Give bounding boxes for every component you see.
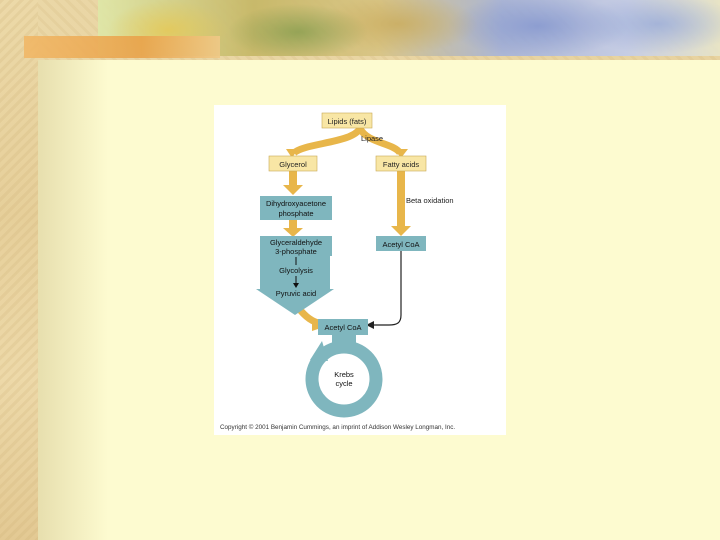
arrow-head: [283, 228, 303, 237]
fatty-acids-box: [375, 155, 427, 172]
paper-texture-left: [0, 0, 38, 540]
krebs-cycle-ring: [305, 335, 383, 418]
arrow-head: [394, 149, 408, 158]
g3p-label-2: 3-phosphate: [275, 247, 317, 256]
krebs-arrowhead: [310, 341, 328, 361]
dhap-label-1: Dihydroxyacetone: [266, 199, 326, 208]
dhap-box: [260, 196, 332, 220]
g3p-label-1: Glyceraldehyde: [270, 238, 322, 247]
glycerol-label: Glycerol: [279, 160, 307, 169]
acetyl-coa-bottom-label: Acetyl CoA: [324, 323, 361, 332]
arrow-head: [283, 185, 303, 195]
connector-arrowhead: [366, 321, 374, 329]
dhap-label-2: phosphate: [278, 209, 313, 218]
flow-arrows: [283, 125, 411, 331]
lipids-box: [321, 112, 373, 129]
glycolysis-label: Glycolysis: [279, 266, 313, 275]
funnel-point: [256, 289, 334, 315]
glycerol-box: [268, 155, 318, 172]
arrow-beta-oxidation: [397, 171, 405, 227]
accent-bar: [24, 36, 220, 58]
fatty-acids-label: Fatty acids: [383, 160, 420, 169]
diagram-svg: Lipids (fats) Lipase Glycerol Fatty acid…: [220, 112, 455, 431]
lipids-label: Lipids (fats): [328, 117, 367, 126]
arrow-head: [391, 226, 411, 236]
arrow-head: [286, 149, 298, 158]
arrow-dhap-down: [289, 220, 297, 230]
krebs-link: [332, 335, 356, 347]
copyright-text: Copyright © 2001 Benjamin Cummings, an i…: [220, 423, 455, 431]
pyruvic-acid-label: Pyruvic acid: [276, 289, 316, 298]
lipase-label: Lipase: [361, 134, 383, 143]
glycolysis-arrowhead: [293, 283, 299, 288]
acetyl-coa-right-box: [376, 236, 426, 251]
lipid-metabolism-figure: Lipids (fats) Lipase Glycerol Fatty acid…: [214, 105, 506, 435]
acetyl-coa-bottom-box: [318, 319, 368, 335]
arrow-glycerol-down: [289, 171, 297, 187]
krebs-label-2: cycle: [335, 379, 352, 388]
beta-oxidation-label: Beta oxidation: [406, 196, 454, 205]
arrow-to-glycerol: [291, 125, 364, 156]
connector-acetyl: [374, 251, 402, 326]
krebs-label-1: Krebs: [334, 370, 354, 379]
acetyl-coa-right-label: Acetyl CoA: [382, 240, 419, 249]
g3p-box: [260, 236, 332, 256]
